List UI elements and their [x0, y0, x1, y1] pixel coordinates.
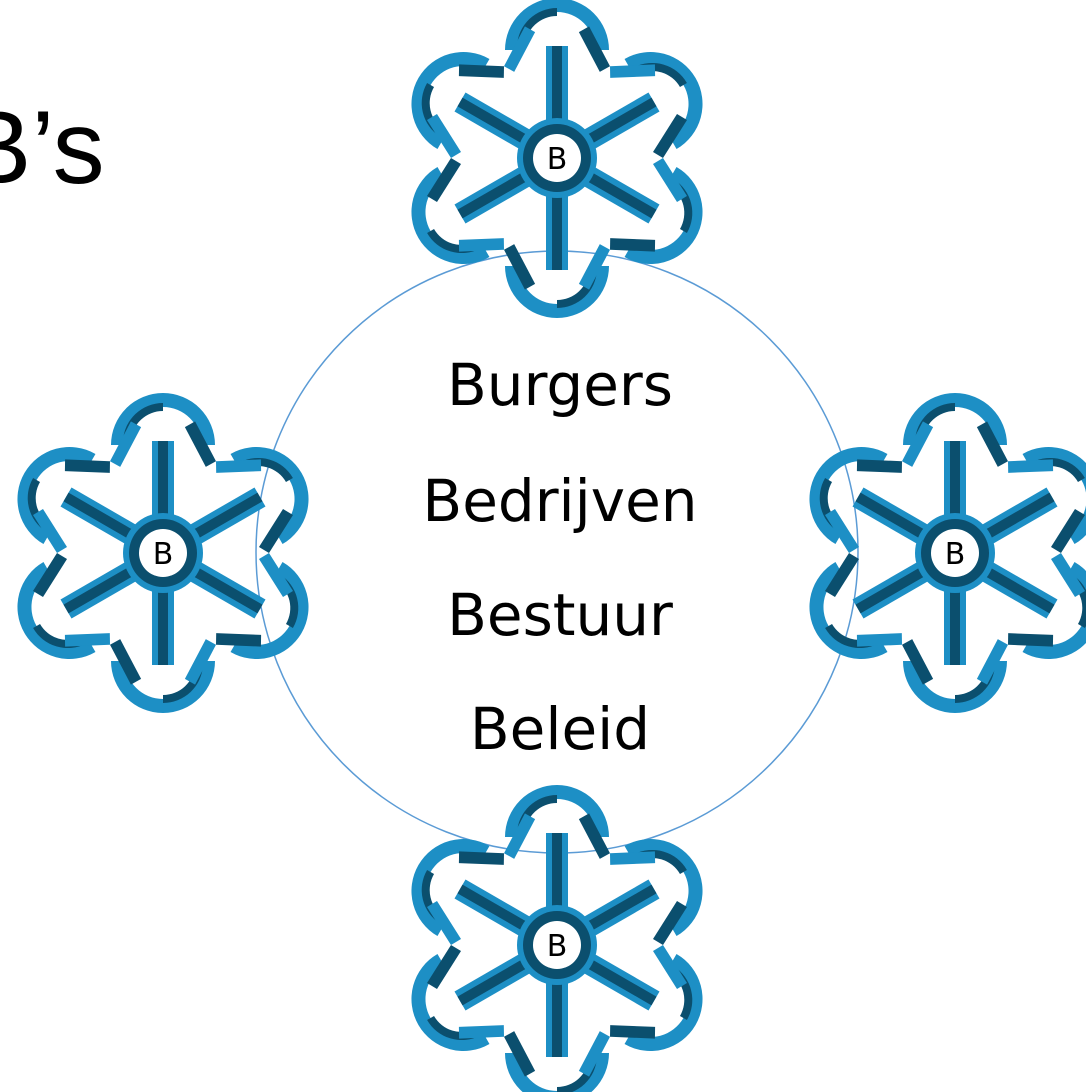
- hub-letter-right: B: [945, 537, 966, 572]
- center-item-bedrijven: Bedrijven: [422, 467, 698, 535]
- hub-letter-bottom: B: [547, 929, 568, 964]
- center-item-burgers: Burgers: [447, 351, 673, 419]
- snowflake-icon-right: B: [790, 393, 1086, 713]
- center-item-bestuur: Bestuur: [447, 581, 673, 649]
- page-title: B’s: [0, 90, 105, 206]
- hub-letter-left: B: [153, 537, 174, 572]
- center-item-beleid: Beleid: [469, 695, 651, 763]
- hub-letter-top: B: [547, 142, 568, 177]
- snowflake-icon-left: B: [0, 393, 328, 713]
- snowflake-icon-top: B: [392, 0, 721, 318]
- snowflake-icon-bottom: B: [392, 785, 721, 1092]
